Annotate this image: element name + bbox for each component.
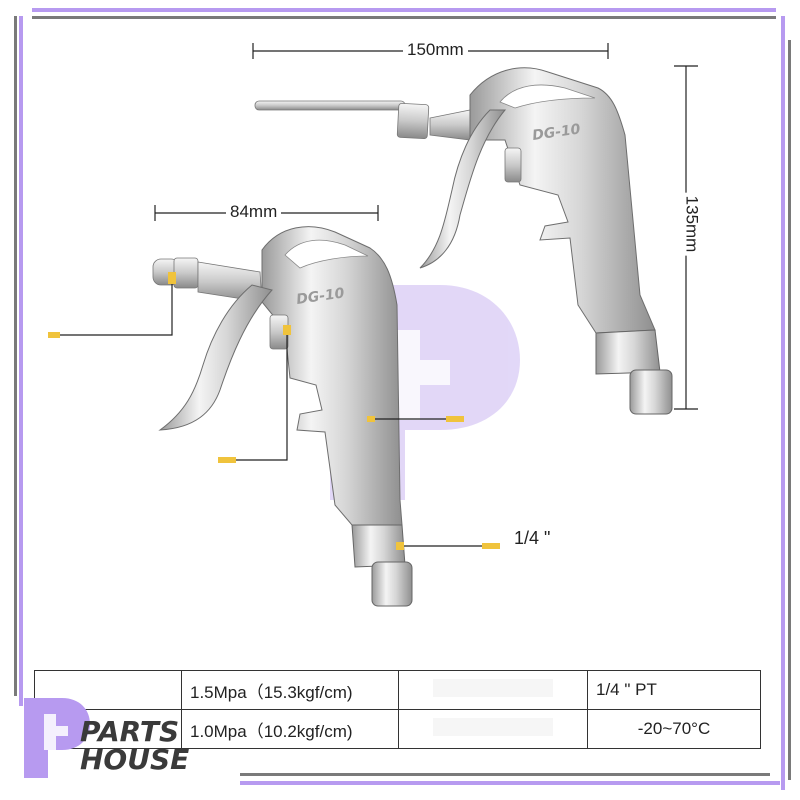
blank-patch: [433, 717, 553, 736]
brand-name: PARTS HOUSE: [80, 718, 189, 774]
svg-text:DG-10: DG-10: [295, 285, 345, 308]
frame-left-gray: [14, 16, 17, 696]
blank-patch: [433, 678, 553, 697]
frame-top-gray: [32, 16, 776, 19]
callout-markers: [48, 272, 500, 550]
frame-bottom-gray: [240, 773, 770, 776]
table-row: 1.5Mpa（15.3kgf/cm) 1/4 " PT: [34, 670, 761, 710]
dimension-84mm-label: 84mm: [226, 202, 282, 222]
frame-right-gray: [788, 40, 791, 780]
spec-cell: 1.0Mpa（10.2kgf/cm): [181, 709, 399, 749]
dimension-135mm-label: 135mm: [681, 192, 702, 256]
callout-leaders: [60, 278, 490, 547]
spec-cell: [398, 709, 588, 749]
spec-cell: [398, 670, 588, 710]
spec-cell: -20~70°C: [587, 709, 761, 749]
frame-left-purple: [19, 16, 23, 706]
spec-cell: 1.5Mpa（15.3kgf/cm): [181, 670, 399, 710]
frame-bottom-purple: [240, 781, 780, 785]
brand-line-2: HOUSE: [80, 743, 190, 776]
svg-text:DG-10: DG-10: [531, 121, 581, 144]
frame-right-purple: [781, 16, 785, 790]
fitting-size-callout: 1/4 ": [514, 528, 551, 548]
spec-cell: 1/4 " PT: [587, 670, 761, 710]
dimension-150mm-label: 150mm: [403, 40, 468, 60]
parts-house-logo-icon: [24, 698, 90, 778]
small-blow-gun: DG-10: [152, 226, 413, 607]
large-blow-gun: DG-10: [254, 67, 673, 415]
brand-line-1: PARTS: [80, 715, 180, 748]
frame-top-purple: [32, 8, 776, 12]
